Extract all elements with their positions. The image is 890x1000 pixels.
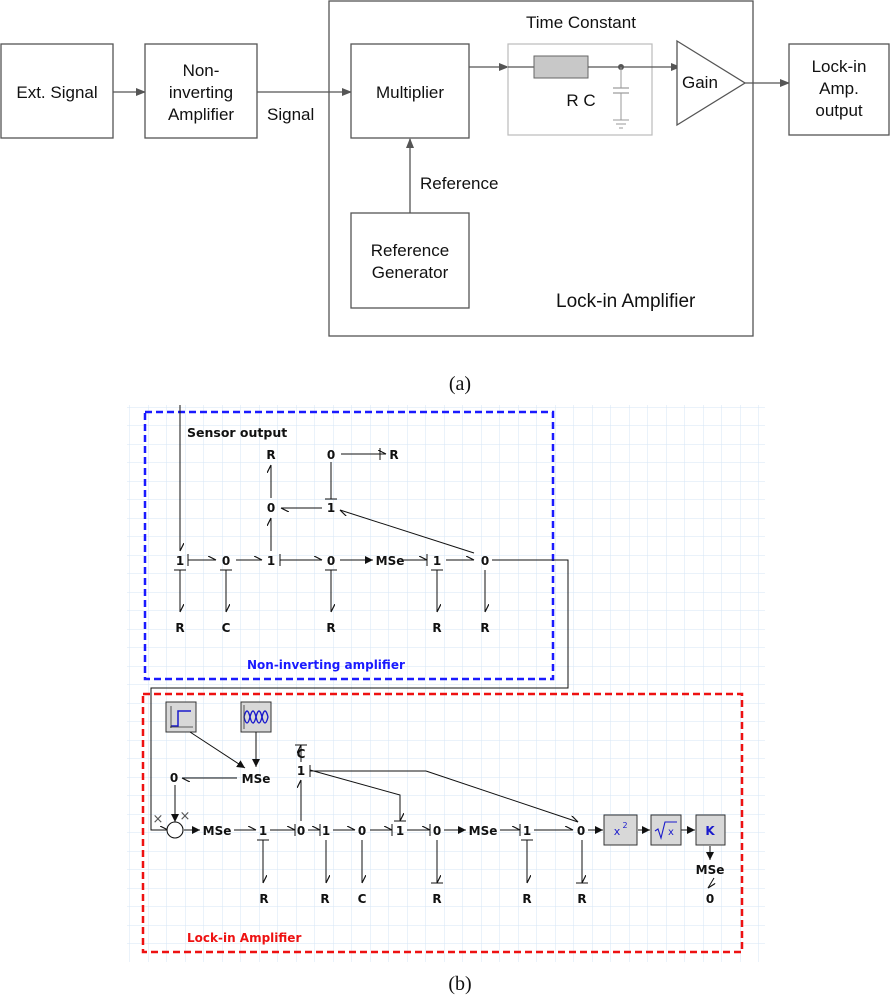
cross-mark-left: × [153,812,164,827]
signal-label: Signal [267,105,314,124]
ext-signal-label: Ext. Signal [16,83,97,102]
noninv-label-2: inverting [169,83,233,102]
node-l-c: C [297,747,306,761]
output-label-3: output [815,101,863,120]
node-n-0b: 0 [358,824,366,838]
sqrt-icon: x [650,814,682,846]
summing-junction [166,821,184,839]
noninv-region-box [143,410,555,681]
node-j5: MSe [376,554,405,568]
node-mid-0: 0 [267,501,275,515]
node-n-0d: 0 [577,824,585,838]
block-diagram: Ext. Signal Non- inverting Amplifier Sig… [0,0,890,395]
sensor-output-label: Sensor output [187,425,287,440]
bond-step-mse [189,731,246,769]
node-j2: 0 [222,554,230,568]
bond-mse-out0 [707,877,714,888]
refgen-block [350,212,470,309]
gain-icon: K [695,814,726,846]
lockin-label: Lock-in Amplifier [556,291,696,312]
node-n-1a: 1 [259,824,267,838]
node-j4: 0 [327,554,335,568]
svg-text:x: x [668,827,674,838]
bond-graph: Non-inverting amplifier Lock-in Amplifie… [127,405,765,995]
rc-label: R C [566,91,595,110]
node-b-r2: R [326,621,335,635]
node-b-r3: R [432,621,441,635]
node-n-1d: 1 [523,824,531,838]
noninv-amp-block [144,43,258,139]
node-j1: 1 [176,554,184,568]
bond-connector [150,559,569,830]
rc-filter-box [507,43,653,136]
node-j3: 1 [267,554,275,568]
sine-source-icon [240,701,272,733]
node-n-r3: R [432,892,441,906]
node-j7: 0 [481,554,489,568]
multiplier-block [350,43,470,139]
node-top-r1: R [266,448,275,462]
node-top-0a: 0 [327,448,335,462]
node-n-1b: 1 [322,824,330,838]
refgen-label-2: Generator [372,263,449,282]
bond-l1-1c [309,769,400,821]
output-label-1: Lock-in [812,57,867,76]
noninv-region-label: Non-inverting amplifier [247,658,405,672]
node-out-0: 0 [706,892,714,906]
time-constant-label: Time Constant [526,13,636,32]
node-n-mse1: MSe [203,824,232,838]
node-mid-1: 1 [327,501,335,515]
multiplier-label: Multiplier [376,83,444,102]
lockin-container [328,0,754,337]
caption-b: (b) [448,973,471,995]
caption-a: (a) [449,373,471,395]
node-b-r1: R [175,621,184,635]
grid-canvas [127,405,765,962]
svg-text:2: 2 [622,821,627,830]
node-n-r5: R [577,892,586,906]
bond-j7-mid1 [340,509,475,554]
node-l-0: 0 [170,771,178,785]
node-n-0c: 0 [433,824,441,838]
node-n-r4: R [522,892,531,906]
output-block [788,43,890,136]
step-source-icon [165,701,197,733]
noninv-label-1: Non- [183,61,220,80]
node-l-mse: MSe [242,772,271,786]
reference-label: Reference [420,174,498,193]
node-n-c: C [358,892,367,906]
node-n-r1: R [259,892,268,906]
gain-label: Gain [682,73,718,92]
bond-l1-0d-b [425,770,578,823]
output-label-2: Amp. [819,79,859,98]
lockin-region-box [141,692,744,954]
noninv-label-3: Amplifier [168,105,234,124]
node-l-1: 1 [297,764,305,778]
node-top-r2: R [389,448,398,462]
node-b-r4: R [480,621,489,635]
node-n-mse2: MSe [469,824,498,838]
refgen-label-1: Reference [371,241,449,260]
node-n-r2: R [320,892,329,906]
svg-text:K: K [705,824,715,838]
ext-signal-block [0,43,114,139]
node-j6: 1 [433,554,441,568]
svg-text:x: x [614,825,621,838]
lockin-region-label: Lock-in Amplifier [187,931,301,945]
cross-mark-right: × [180,809,191,824]
gain-triangle [676,39,747,127]
node-n-0a: 0 [297,824,305,838]
resistor-symbol [533,55,589,79]
node-out-mse: MSe [696,863,725,877]
node-b-c: C [222,621,231,635]
node-n-1c: 1 [396,824,404,838]
square-icon: x 2 [603,814,638,846]
